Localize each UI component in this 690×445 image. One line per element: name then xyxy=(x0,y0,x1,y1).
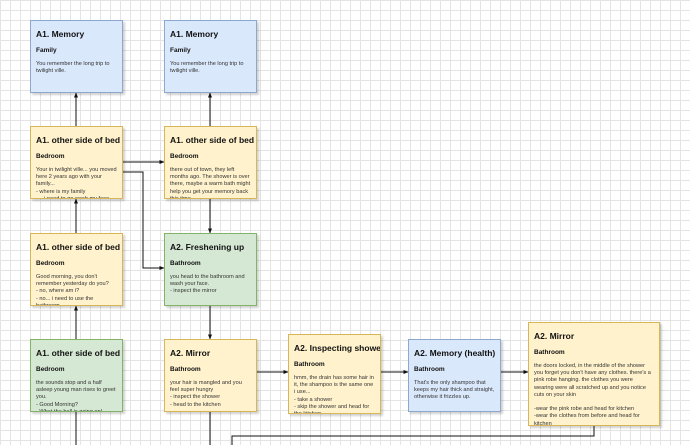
node-title: A2. Inspecting shower xyxy=(294,343,381,353)
node-title: A1. other side of bed xyxy=(36,348,121,358)
node-body-line: - no... i need to use the bathroom. xyxy=(36,295,94,306)
node-body-line: - no, where am i? xyxy=(36,288,80,295)
node-body: Good morning, you don't remember yesterd… xyxy=(36,274,117,306)
edge-arrow-n3-to-n6[interactable] xyxy=(123,171,165,270)
node-body-line: Your in twilight ville... you moved here… xyxy=(36,167,117,188)
node-body-line: - inspect the mirror xyxy=(170,288,217,295)
node-body-line: You remember the long trip to twilight v… xyxy=(36,61,110,75)
node-subtitle: Bedroom xyxy=(170,153,199,160)
node-body: hmm, the drain has some hair in it, the … xyxy=(294,375,375,413)
node-body-line xyxy=(534,399,654,406)
node-body: your hair is mangled and you feel super … xyxy=(170,380,251,409)
node-subtitle: Bathroom xyxy=(534,349,565,356)
node-body: Your in twilight ville... you moved here… xyxy=(36,167,117,199)
node-subtitle: Bathroom xyxy=(170,260,201,267)
node-body-line: your hair is mangled and you feel super … xyxy=(170,380,242,394)
node-body-line: - take a shower xyxy=(294,396,333,403)
node-subtitle: Family xyxy=(36,47,57,54)
node-body-line: - skip the shower and head for the kitch… xyxy=(294,403,370,413)
node-subtitle: Bathroom xyxy=(294,361,325,368)
node-body-line: hmm, the drain has some hair in it, the … xyxy=(294,375,374,396)
node-body: You remember the long trip to twilight v… xyxy=(36,61,117,75)
node-card-n6[interactable]: A2. Freshening up Bathroom you head to the… xyxy=(164,233,257,306)
node-title: A2. Freshening up xyxy=(170,242,245,252)
node-subtitle: Bedroom xyxy=(36,260,65,267)
node-subtitle: Bathroom xyxy=(170,366,201,373)
node-title: A2. Mirror xyxy=(170,348,211,358)
node-body-line: That's the only shampoo that keeps my ha… xyxy=(414,380,495,401)
node-body-line: - ...i need to go wash my face xyxy=(36,195,110,199)
node-body-line: there out of town, they left months ago.… xyxy=(170,167,251,199)
node-body-line: Good morning, you don't remember yesterd… xyxy=(36,274,109,288)
node-title: A1. other side of bed xyxy=(36,135,121,145)
node-body: That's the only shampoo that keeps my ha… xyxy=(414,380,495,402)
node-body: you head to the bathroom and wash your f… xyxy=(170,274,251,296)
node-body: the doors locked, in the middle of the s… xyxy=(534,363,654,426)
node-subtitle: Family xyxy=(170,47,191,54)
node-body-line: - head to the kitchen xyxy=(170,401,221,408)
node-title: A1. other side of bed xyxy=(36,242,121,252)
node-body-line: - Good Morning? xyxy=(36,401,78,408)
node-body-line: - What the hell is going on! xyxy=(36,408,103,412)
node-body-line: -wear the clothes from before and head f… xyxy=(534,413,640,426)
node-body-line: -wear the pink robe and head for kitchen xyxy=(534,406,635,413)
node-body-line: - where is my family xyxy=(36,188,86,195)
node-title: A1. Memory xyxy=(36,29,85,39)
node-title: A2. Mirror xyxy=(534,331,575,341)
node-title: A2. Memory (health) xyxy=(414,348,496,358)
node-body-line: the sounds stop and a half asleep young … xyxy=(36,380,116,401)
node-body: You remember the long trip to twilight v… xyxy=(170,61,251,75)
node-title: A1. Memory xyxy=(170,29,219,39)
node-title: A1. other side of bed xyxy=(170,135,255,145)
connector-line xyxy=(231,426,595,445)
node-body-line: the doors locked, in the middle of the s… xyxy=(534,363,651,398)
node-subtitle: Bedroom xyxy=(36,366,65,373)
node-subtitle: Bathroom xyxy=(414,366,445,373)
node-body: there out of town, they left months ago.… xyxy=(170,167,251,199)
node-subtitle: Bedroom xyxy=(36,153,65,160)
node-body: the sounds stop and a half asleep young … xyxy=(36,380,117,412)
node-body-line: - inspect the shower xyxy=(170,394,221,401)
node-body-line: you head to the bathroom and wash your f… xyxy=(170,274,245,288)
node-body-line: You remember the long trip to twilight v… xyxy=(170,61,244,75)
